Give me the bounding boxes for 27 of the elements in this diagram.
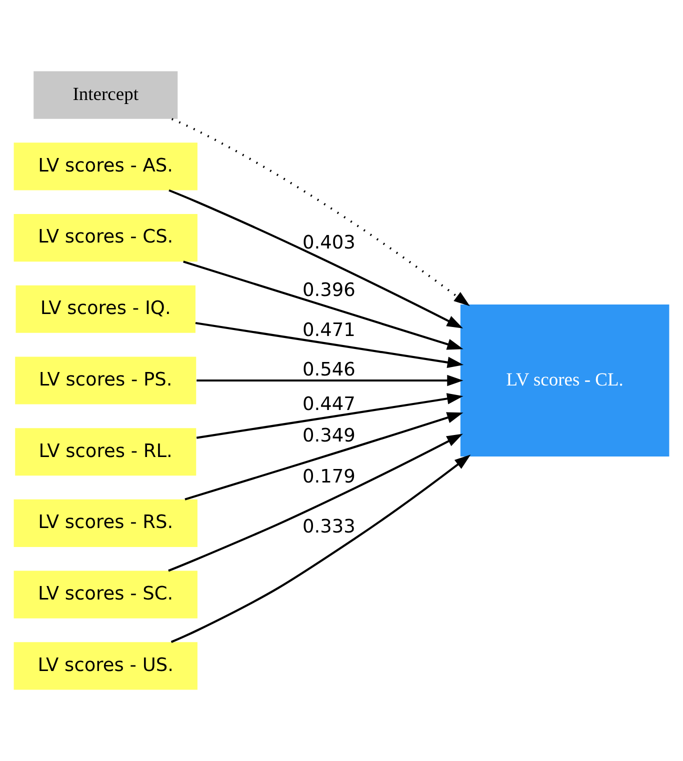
arrow: [168, 434, 463, 572]
node-box: LV scores - PS.: [15, 356, 196, 404]
arrow: [171, 118, 470, 306]
edge-label: 0.447: [302, 394, 356, 415]
node-box: LV scores - RL.: [15, 428, 196, 476]
node-box: LV scores - US.: [14, 642, 198, 690]
node-box: LV scores - RS.: [14, 499, 198, 547]
edge-label: 0.179: [302, 466, 356, 488]
arrow: [170, 454, 471, 643]
edge-label: 0.349: [302, 426, 356, 447]
arrow: [196, 393, 464, 439]
edge-label: 0.333: [302, 516, 356, 538]
edge-label: 0.546: [302, 359, 356, 380]
arrow: [183, 260, 464, 350]
arrow: [195, 322, 464, 368]
edge-label: 0.396: [302, 280, 356, 302]
edge-label: 0.471: [302, 320, 356, 341]
node-box: Intercept: [34, 71, 178, 119]
node-box: LV scores - IQ.: [16, 285, 196, 333]
arrow: [168, 189, 464, 328]
arrow: [184, 412, 464, 500]
node-box: LV scores - CL.: [460, 304, 670, 456]
node-box: LV scores - CS.: [14, 214, 198, 262]
node-box: LV scores - SC.: [14, 570, 198, 618]
arrow: [196, 374, 464, 386]
edge-label: 0.403: [302, 232, 356, 254]
node-box: LV scores - AS.: [14, 142, 198, 190]
